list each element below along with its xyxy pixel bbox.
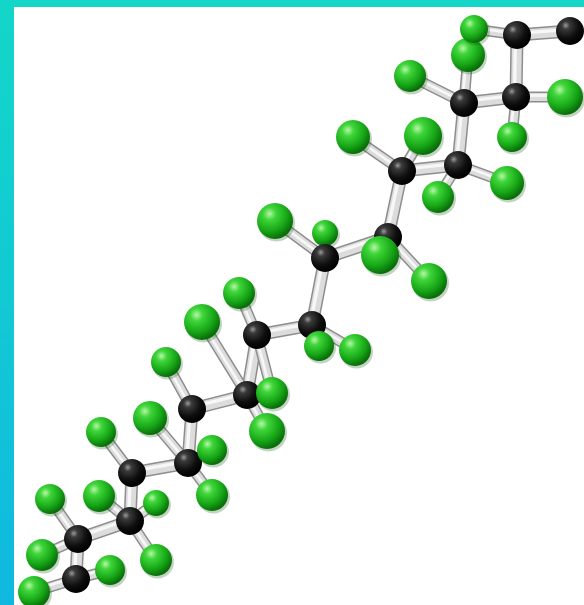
carbon-atom	[556, 17, 584, 45]
fluorine-atom	[35, 484, 65, 514]
fluorine-atom	[86, 417, 116, 447]
fluorine-atom	[249, 413, 285, 449]
carbon-atom	[233, 381, 261, 409]
fluorine-atom	[490, 166, 524, 200]
fluorine-atom	[83, 480, 115, 512]
fluorine-atom	[547, 79, 583, 115]
carbon-atom	[444, 151, 472, 179]
fluorine-atom	[460, 15, 488, 43]
fluorine-atom	[151, 347, 181, 377]
fluorine-atom	[140, 544, 172, 576]
carbon-atom	[178, 395, 206, 423]
fluorine-atom	[404, 117, 442, 155]
fluorine-atom	[184, 304, 220, 340]
fluorine-atom	[394, 60, 426, 92]
fluorine-atom	[257, 203, 293, 239]
fluorine-atom	[256, 377, 288, 409]
carbon-atom	[116, 507, 144, 535]
carbon-atom	[503, 21, 531, 49]
carbon-atom	[118, 459, 146, 487]
molecule-model	[18, 15, 584, 605]
carbon-atom	[388, 157, 416, 185]
fluorine-atom	[451, 38, 485, 72]
fluorine-atom	[133, 401, 167, 435]
carbon-atom	[502, 83, 530, 111]
fluorine-atom	[143, 490, 169, 516]
carbon-atom	[243, 321, 271, 349]
fluorine-atom	[196, 479, 228, 511]
fluorine-atom	[197, 435, 227, 465]
fluorine-atom	[339, 334, 371, 366]
fluorine-atom	[497, 122, 527, 152]
fluorine-atom	[336, 120, 370, 154]
fluorine-atom	[411, 263, 447, 299]
carbon-atom	[174, 449, 202, 477]
fluorine-atom	[95, 555, 125, 585]
carbon-atom	[450, 89, 478, 117]
fluorine-atom	[304, 331, 334, 361]
carbon-atom	[64, 525, 92, 553]
fluorine-atom	[26, 539, 58, 571]
fluorine-atom	[361, 236, 399, 274]
carbon-atom	[311, 244, 339, 272]
fluorine-atom	[312, 220, 338, 246]
carbon-atom	[62, 565, 90, 593]
fluorine-atom	[18, 576, 50, 605]
image-panel	[14, 7, 584, 605]
fluorine-atom	[223, 277, 255, 309]
fluorine-atom	[422, 181, 454, 213]
atoms-layer	[18, 15, 584, 605]
